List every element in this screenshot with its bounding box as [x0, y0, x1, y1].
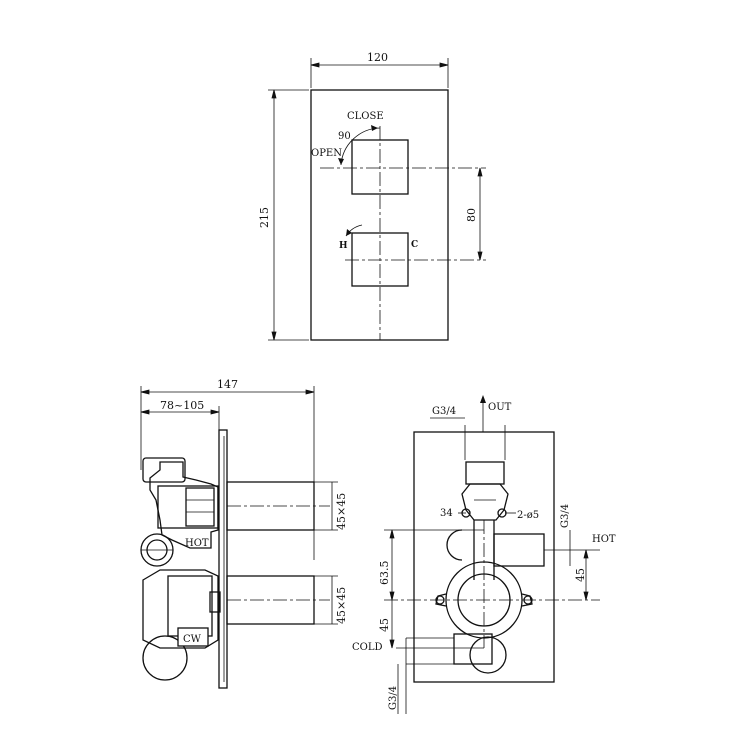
thread-bottom: G3/4	[388, 686, 399, 710]
back-plate	[413, 431, 555, 683]
front-width-dim: 120	[367, 51, 388, 64]
dim-45-right: 45	[574, 568, 587, 582]
dim-63-5: 63.5	[378, 561, 391, 586]
outlet-nut	[142, 457, 186, 483]
side-handle-lower-dim: 45×45	[335, 587, 348, 624]
cartridge-upper	[157, 485, 219, 529]
back-view: OUT G3/4 34 2-ø5 HOT G3/4	[352, 395, 616, 714]
holes-label: 2-ø5	[517, 510, 539, 521]
dim-34: 34	[440, 508, 453, 519]
front-height-dim: 215	[258, 207, 271, 228]
label-close: CLOSE	[347, 111, 384, 122]
front-plate	[310, 89, 449, 341]
side-depth-dim: 147	[217, 378, 238, 391]
side-label-hot: HOT	[185, 538, 209, 549]
cold-inlet	[142, 635, 188, 681]
lower-handle	[351, 232, 409, 287]
cw-tag	[177, 627, 209, 647]
outlet-fitting	[465, 461, 505, 485]
side-label-cw: CW	[183, 634, 202, 645]
front-view: 120 215 80 CLOSE 90 OPEN H C	[258, 51, 486, 341]
label-c: C	[411, 240, 418, 250]
side-view: 147 78~105 HOT CW	[140, 378, 348, 689]
dim-45-left: 45	[378, 618, 391, 632]
label-h: H	[339, 241, 348, 251]
spacing-dim: 80	[465, 208, 478, 222]
upper-handle	[351, 139, 409, 195]
label-cold: COLD	[352, 642, 383, 653]
thread-right: G3/4	[560, 504, 571, 528]
side-adjust-dim: 78~105	[160, 399, 204, 412]
cartridge-lower	[167, 575, 213, 637]
hot-inlet-fitting	[493, 533, 545, 567]
label-open: OPEN	[311, 148, 342, 159]
back-label-hot: HOT	[592, 534, 616, 545]
label-out: OUT	[488, 402, 512, 413]
side-handle-upper-dim: 45×45	[335, 493, 348, 530]
thread-top: G3/4	[432, 406, 456, 417]
angle-label: 90	[338, 131, 351, 142]
side-plate	[218, 429, 228, 689]
valve-body-upper	[149, 461, 219, 549]
